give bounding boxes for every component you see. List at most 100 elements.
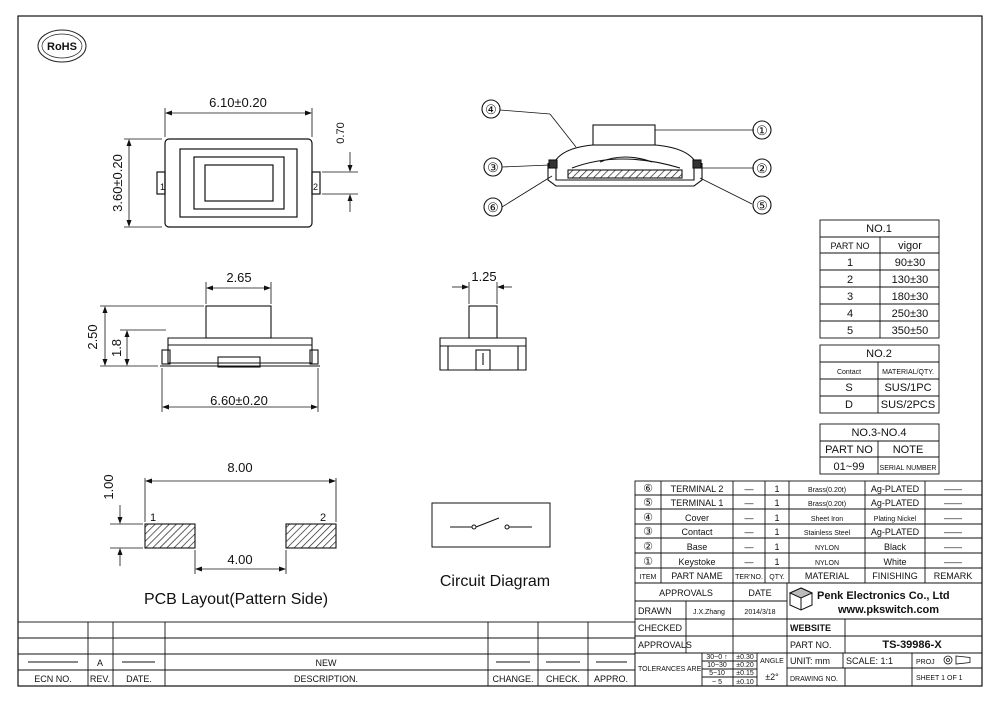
table-cell: TERMINAL 1 — [671, 498, 724, 508]
table-cell: TERMINAL 2 — [671, 484, 724, 494]
pcb-pad1-label: 1 — [150, 512, 156, 524]
rev-header-description: DESCRIPTION. — [294, 674, 358, 684]
no34-title: NO.3-NO.4 — [851, 427, 906, 439]
table-cell: ③ — [643, 526, 653, 538]
table-cell: 350±50 — [892, 325, 929, 337]
tb-angle-label: ANGLE — [760, 658, 784, 665]
rohs-logo: RoHS — [37, 29, 87, 63]
table-cell: — — [745, 484, 754, 494]
rev-header-date: DATE. — [126, 674, 152, 684]
callout-1: ① — [756, 123, 768, 138]
tol-value: ±0.20 — [736, 662, 754, 669]
table-cell: ② — [643, 541, 653, 553]
table-cell: 1 — [774, 542, 779, 552]
table-no1 — [819, 219, 940, 339]
table-cell: Ag-PLATED — [871, 527, 920, 537]
table-cell: Brass(0.20t) — [808, 487, 846, 494]
no1-rows: 1 90±30 2 130±30 3 180±30 4 250±30 5 350… — [847, 257, 928, 337]
table-cell: Ag-PLATED — [871, 484, 920, 494]
tol-range: 5~10 — [709, 670, 725, 677]
table-cell: ④ — [643, 512, 653, 524]
tb-drawn-label: DRAWN — [638, 606, 672, 616]
rev-header-rev: REV. — [90, 674, 110, 684]
table-cell: Cover — [685, 513, 709, 523]
circuit-diagram — [431, 502, 551, 548]
bom-header-material: MATERIAL — [805, 571, 849, 581]
tb-part-no-label: PART NO. — [790, 640, 832, 650]
tb-tolerances-label: TOLERANCES ARE — [638, 666, 702, 673]
bom-header-ter-no: TER'NO. — [735, 574, 763, 581]
top-pin2-label: 2 — [313, 182, 318, 192]
top-view — [124, 108, 358, 228]
table-cell: ⑤ — [643, 497, 653, 509]
pcb-layout — [110, 478, 337, 574]
pcb-caption: PCB Layout(Pattern Side) — [144, 591, 328, 608]
table-no2 — [819, 344, 940, 414]
no1-header-vigor: vigor — [898, 240, 922, 252]
no34-header-part: PART NO — [825, 444, 873, 456]
bom-header-finishing: FINISHING — [872, 571, 918, 581]
table-cell: Keystoke — [678, 557, 715, 567]
table-cell: SUS/2PCS — [881, 399, 935, 411]
tb-part-no: TS-39986-X — [882, 639, 942, 651]
pcb-pad-height-dim: 1.00 — [101, 474, 116, 499]
button-width-dim: 2.65 — [226, 270, 251, 285]
table-cell: 250±30 — [892, 308, 929, 320]
rev-value: A — [97, 658, 103, 668]
table-cell: S — [845, 382, 852, 394]
table-cell: Stainless Steel — [804, 530, 851, 537]
table-cell: ① — [643, 556, 653, 568]
callout-3: ③ — [487, 160, 499, 175]
tb-unit: UNIT: mm — [790, 656, 830, 666]
no2-header-material: MATERIAL/QTY. — [882, 369, 934, 376]
table-cell: 2 — [847, 274, 853, 286]
table-cell: — — [745, 542, 754, 552]
company-url: www.pkswitch.com — [837, 604, 939, 616]
tol-range: 30~0 ↑ — [706, 654, 727, 661]
table-cell: 3 — [847, 291, 853, 303]
no2-title: NO.2 — [866, 348, 892, 360]
bom-header-qty: QTY. — [769, 574, 784, 581]
table-cell: White — [883, 557, 906, 567]
table-cell: —— — [944, 513, 962, 523]
tb-website-label: WEBSITE — [790, 623, 831, 633]
company-logo-icon — [788, 587, 814, 611]
side-view — [439, 282, 527, 371]
pcb-pitch-dim: 8.00 — [227, 460, 252, 475]
no1-header-part: PART NO — [830, 241, 869, 251]
table-cell: Black — [884, 542, 907, 552]
rev-header-check: CHECK. — [546, 674, 580, 684]
callout-2: ② — [756, 161, 768, 176]
table-cell: D — [845, 399, 853, 411]
table-cell: NYLON — [815, 560, 839, 567]
top-pin1-label: 1 — [160, 182, 165, 192]
no34-header-note: NOTE — [893, 444, 924, 456]
side-button-dim: 1.25 — [471, 269, 496, 284]
bom-table — [634, 480, 983, 584]
table-cell: 1 — [774, 557, 779, 567]
tb-scale: SCALE: 1:1 — [846, 656, 893, 666]
table-cell: ⑥ — [643, 483, 653, 495]
table-cell: — — [745, 557, 754, 567]
no1-title: NO.1 — [866, 223, 892, 235]
table-cell: —— — [944, 557, 962, 567]
tol-value: ±0.30 — [736, 654, 754, 661]
tb-approvals2-label: APPROVALS — [638, 640, 692, 650]
callout-4: ④ — [485, 102, 497, 117]
rev-header-change: CHANGE. — [492, 674, 533, 684]
tol-range: 10~30 — [707, 662, 727, 669]
table-cell: —— — [944, 527, 962, 537]
table-cell: — — [745, 498, 754, 508]
body-height-dim: 1.8 — [109, 339, 124, 357]
rev-header-ecn: ECN NO. — [34, 674, 72, 684]
no2-header-contact: Contact — [837, 369, 861, 376]
table-cell: —— — [944, 484, 962, 494]
table-cell: 4 — [847, 308, 853, 320]
table-cell: —— — [944, 498, 962, 508]
tb-drawn-date: 2014/3/18 — [744, 609, 775, 616]
base-width-dim: 6.60±0.20 — [210, 393, 268, 408]
tb-date: DATE — [748, 588, 771, 598]
callout-5: ⑤ — [756, 198, 768, 213]
tb-checked-label: CHECKED — [638, 623, 683, 633]
